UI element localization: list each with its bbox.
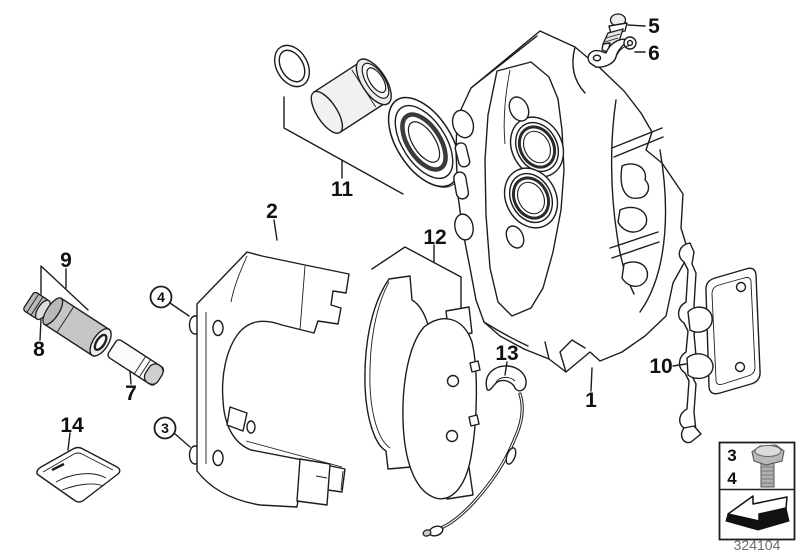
legend-item-4: 4	[727, 469, 737, 488]
callout-6[interactable]: 6	[648, 42, 660, 65]
part-2-carrier-bracket-drawing	[188, 251, 350, 508]
part-11-piston-seal-kit-drawing	[273, 44, 462, 188]
callout-14[interactable]: 14	[60, 414, 84, 437]
direction-arrow-icon	[725, 495, 790, 531]
svg-text:4: 4	[157, 289, 165, 305]
hex-bolt-icon	[751, 444, 785, 488]
callout-1[interactable]: 1	[585, 389, 597, 412]
leader-lines	[39, 24, 687, 451]
part-14-grease-packet-drawing	[36, 446, 121, 503]
legend-box: 3 4	[718, 441, 796, 541]
part-1-caliper-drawing	[451, 30, 690, 373]
part-9-guide-sleeve-drawing	[42, 297, 112, 357]
callout-2[interactable]: 2	[266, 200, 278, 223]
callouts: 1 2 3 4 5 6 7 8 9 10 11 12 13 14	[33, 15, 673, 440]
part-10-retaining-spring-drawing	[677, 242, 761, 444]
part-12-brake-pads-drawing	[364, 275, 481, 500]
callout-3[interactable]: 3	[153, 416, 177, 440]
callout-8[interactable]: 8	[33, 338, 45, 361]
callout-11[interactable]: 11	[331, 178, 354, 201]
callout-7[interactable]: 7	[125, 382, 137, 405]
callout-9[interactable]: 9	[60, 249, 72, 272]
svg-text:3: 3	[161, 420, 169, 436]
legend-item-3: 3	[727, 446, 736, 465]
part-13-wear-sensor-drawing	[422, 365, 527, 537]
diagram-code: 324104	[734, 537, 781, 553]
callout-13[interactable]: 13	[495, 342, 518, 365]
callout-10[interactable]: 10	[649, 355, 672, 378]
part-7-guide-pin-drawing	[107, 339, 165, 386]
callout-12[interactable]: 12	[423, 226, 446, 249]
callout-5[interactable]: 5	[648, 15, 660, 38]
part-6-clip-drawing	[587, 36, 637, 68]
callout-4[interactable]: 4	[149, 285, 173, 309]
part-8-plug-drawing	[23, 291, 51, 321]
